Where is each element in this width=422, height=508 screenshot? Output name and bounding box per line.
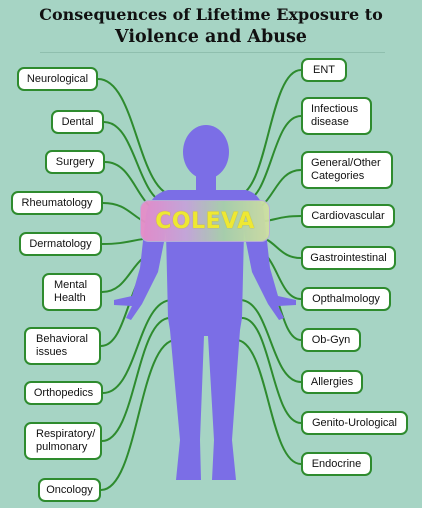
category-label: Dental	[61, 115, 94, 128]
category-box-gastrointestinal: Gastrointestinal	[301, 246, 396, 270]
category-box-neurological: Neurological	[17, 67, 98, 91]
category-box-orthopedics: Orthopedics	[24, 381, 103, 405]
category-label: Rheumatology	[21, 196, 93, 209]
connector-right-0	[235, 69, 302, 197]
category-box-dental: Dental	[51, 110, 104, 134]
category-label: Genito-Urological	[312, 416, 397, 429]
category-box-opthalmology: Opthalmology	[301, 287, 391, 311]
title-line-1: Consequences of Lifetime Exposure to	[39, 5, 383, 24]
category-label: Ob-Gyn	[311, 333, 351, 346]
category-label: Allergies	[310, 375, 354, 388]
category-label: ENT	[313, 63, 335, 76]
category-label: Endocrine	[311, 457, 362, 470]
category-label: Neurological	[26, 72, 89, 85]
connector-right-7	[239, 299, 302, 383]
category-label: Orthopedics	[33, 386, 94, 399]
connector-right-1	[241, 115, 302, 203]
category-box-oncology: Oncology	[38, 478, 101, 502]
category-box-genito-urological: Genito-Urological	[301, 411, 408, 435]
category-label: Oncology	[46, 483, 93, 496]
category-box-surgery: Surgery	[45, 150, 105, 174]
category-box-dermatology: Dermatology	[19, 232, 102, 256]
category-box-cardiovascular: Cardiovascular	[301, 204, 395, 228]
connector-right-8	[241, 317, 302, 424]
figure-head	[183, 125, 229, 179]
category-box-endocrine: Endocrine	[301, 452, 372, 476]
category-box-respiratory-pulmonary: Respiratory/pulmonary	[24, 422, 102, 460]
diagram-title: Consequences of Lifetime Exposure to Vio…	[0, 4, 422, 48]
title-line-2: Violence and Abuse	[115, 27, 307, 47]
category-box-allergies: Allergies	[301, 370, 363, 394]
category-box-ob-gyn: Ob-Gyn	[301, 328, 361, 352]
figure-body	[114, 190, 296, 480]
coleva-center-badge: COLEVA	[140, 200, 270, 242]
category-label: Gastrointestinal	[310, 251, 387, 264]
connector-right-9	[235, 339, 302, 465]
category-label: Respiratory/pulmonary	[36, 428, 96, 453]
connector-left-7	[102, 299, 173, 394]
coleva-label: COLEVA	[155, 208, 255, 234]
figure-neck	[196, 172, 216, 192]
category-label: Opthalmology	[312, 292, 380, 305]
category-box-ent: ENT	[301, 58, 347, 82]
connector-left-0	[97, 78, 177, 197]
title-divider	[40, 52, 385, 53]
body-figure	[114, 125, 296, 480]
category-box-rheumatology: Rheumatology	[11, 191, 103, 215]
category-label: Surgery	[55, 155, 95, 168]
category-label: Dermatology	[29, 237, 92, 250]
category-label: Cardiovascular	[311, 209, 385, 222]
connector-left-8	[101, 317, 171, 442]
connector-left-9	[100, 339, 177, 491]
